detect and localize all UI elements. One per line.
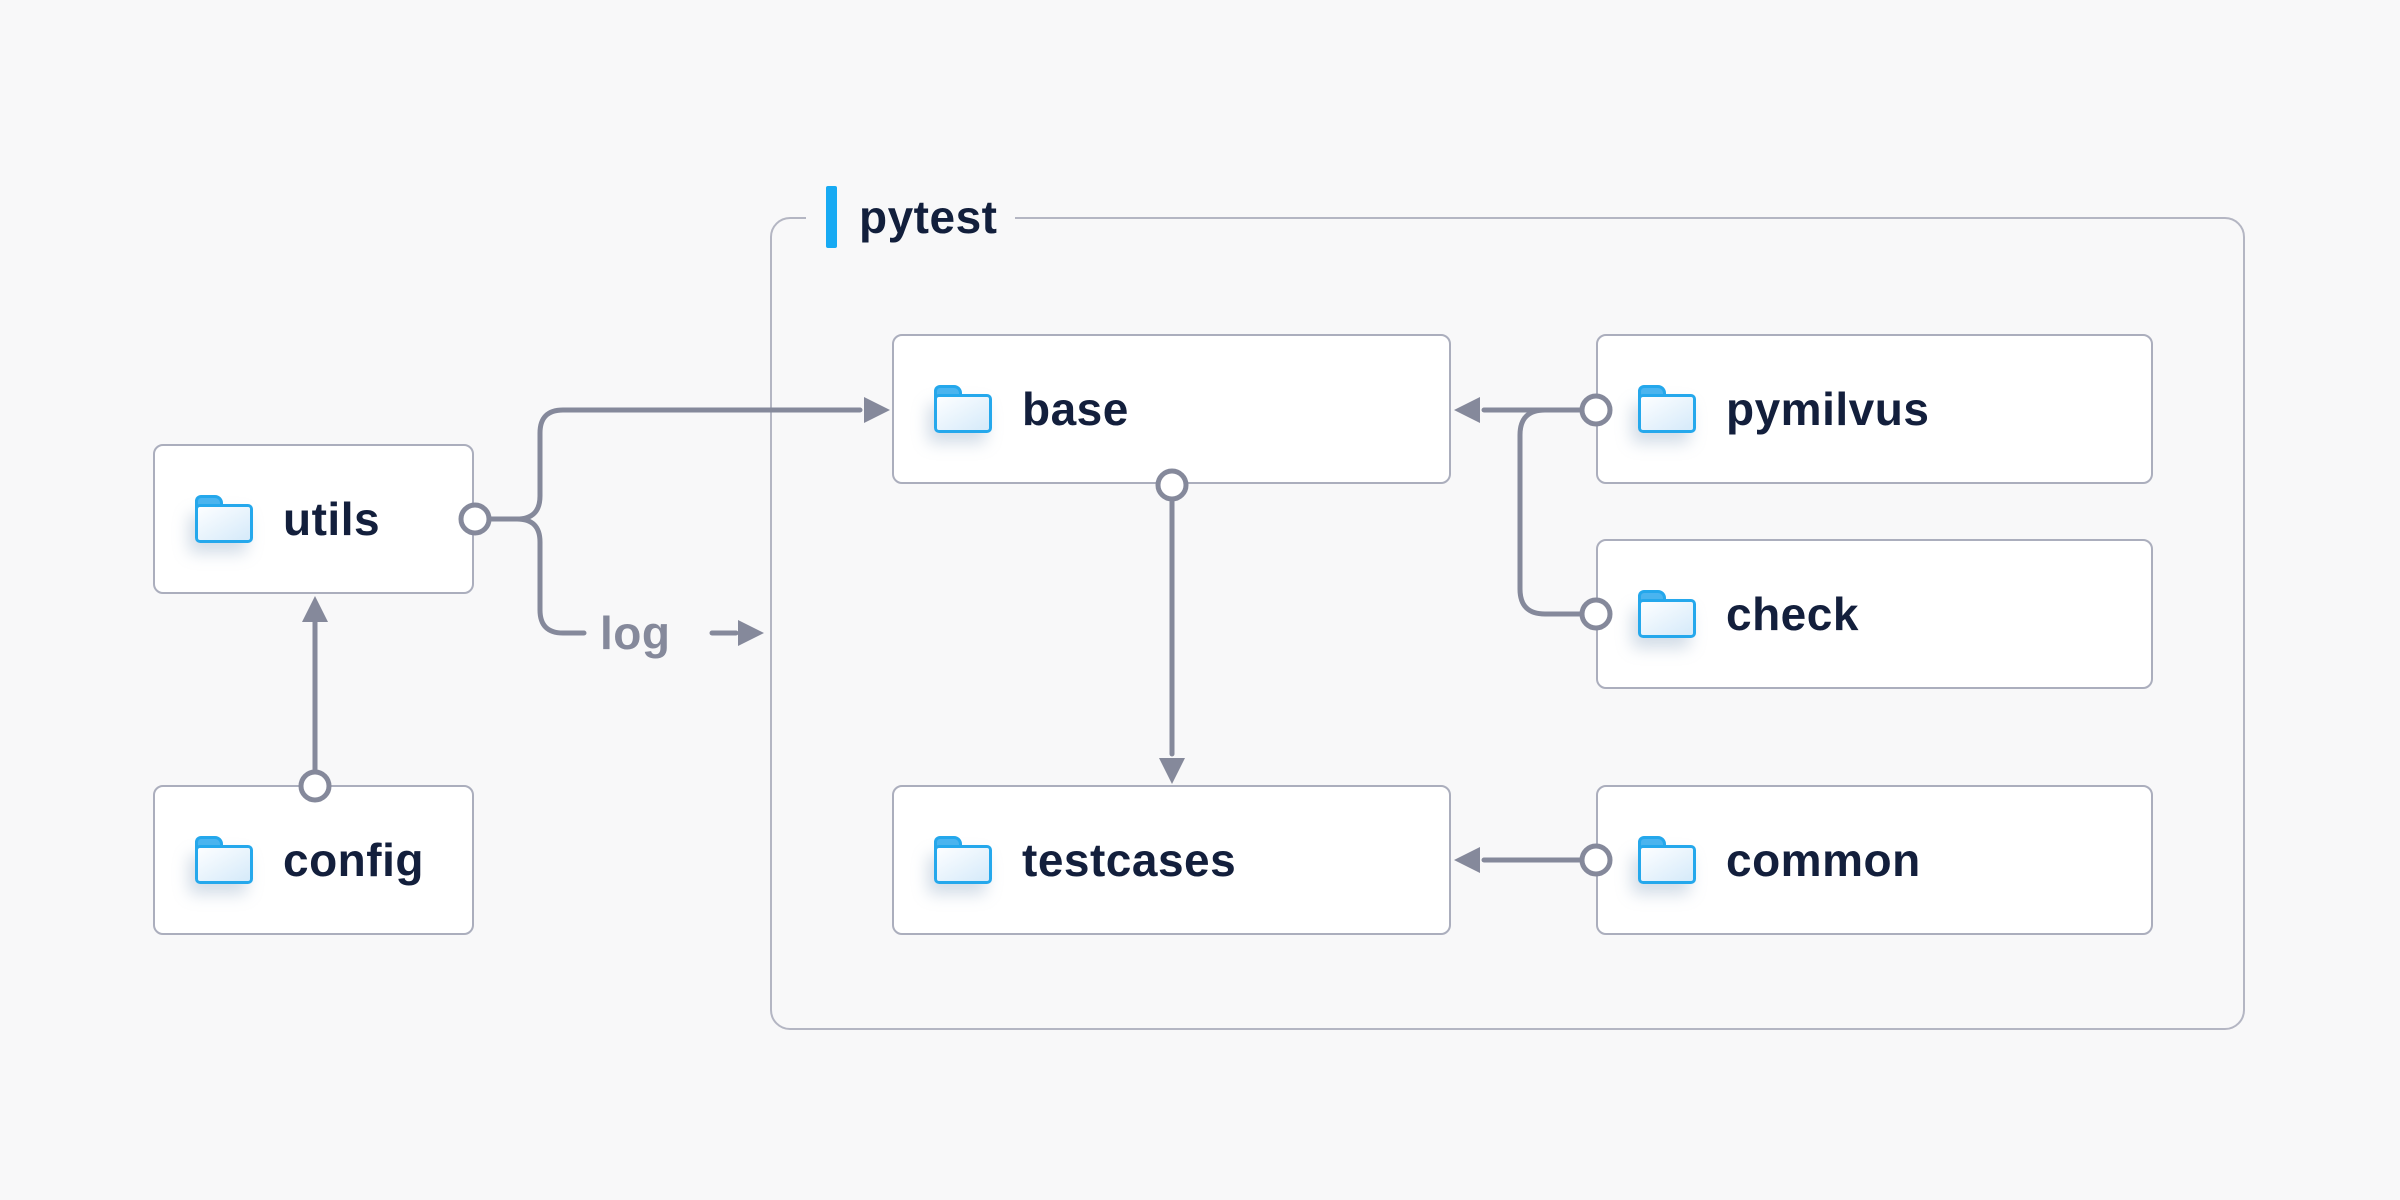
node-label: base — [1022, 383, 1129, 435]
folder-icon — [934, 385, 992, 433]
node-base: base — [892, 334, 1451, 484]
node-label: config — [283, 834, 424, 886]
arrowhead-up-icon — [302, 596, 328, 622]
node-common: common — [1596, 785, 2153, 935]
edge-config-utils — [298, 596, 332, 803]
pytest-group-box — [770, 217, 2245, 1030]
node-check: check — [1596, 539, 2153, 689]
node-label: pymilvus — [1726, 383, 1930, 435]
node-utils: utils — [153, 444, 474, 594]
node-label: check — [1726, 588, 1859, 640]
pytest-group-label: pytest — [806, 186, 1016, 248]
node-pymilvus: pymilvus — [1596, 334, 2153, 484]
edge-line — [486, 516, 587, 636]
edge-label-log: log — [600, 607, 671, 659]
folder-icon — [1638, 385, 1696, 433]
node-label: common — [1726, 834, 1921, 886]
group-title: pytest — [859, 191, 998, 243]
node-label: utils — [283, 493, 381, 545]
node-label: testcases — [1022, 834, 1237, 886]
folder-icon — [1638, 836, 1696, 884]
accent-bar-icon — [826, 186, 837, 248]
folder-icon — [934, 836, 992, 884]
arrowhead-right-icon — [738, 620, 764, 646]
folder-icon — [195, 836, 253, 884]
folder-icon — [195, 495, 253, 543]
node-testcases: testcases — [892, 785, 1451, 935]
folder-icon — [1638, 590, 1696, 638]
node-config: config — [153, 785, 474, 935]
